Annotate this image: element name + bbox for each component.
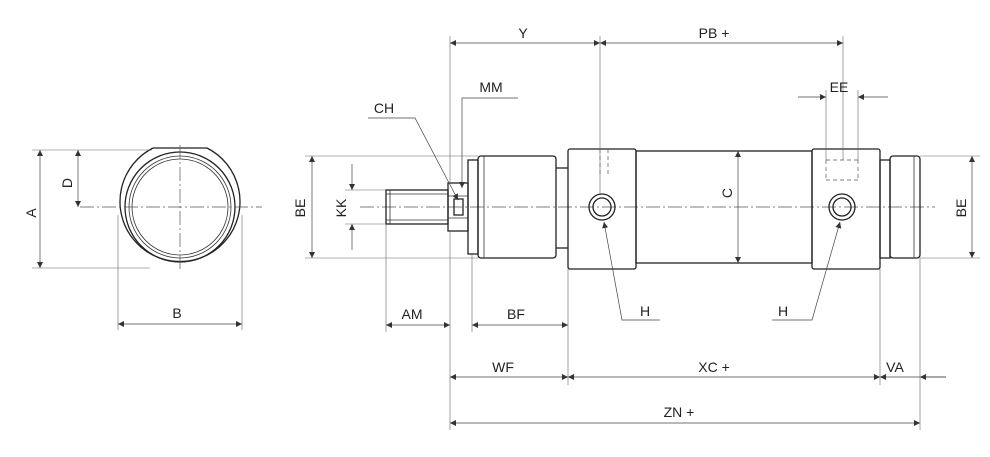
label-va: VA [886, 359, 904, 375]
label-ee: EE [830, 79, 849, 95]
rod-nut-slot [453, 198, 464, 216]
h-right-leader [772, 221, 842, 321]
front-port-outer [588, 193, 616, 221]
h-left-leader [602, 221, 660, 321]
label-xc: XC + [698, 359, 730, 375]
front-mounting-ring [567, 148, 637, 270]
front-port-inner [592, 197, 612, 217]
front-end-cap [477, 155, 557, 259]
ch-leader [368, 117, 459, 201]
label-b: B [172, 305, 181, 321]
label-wf: WF [492, 359, 514, 375]
label-c: C [719, 188, 735, 198]
label-am: AM [402, 306, 423, 322]
label-d: D [59, 178, 75, 188]
label-h-right: H [778, 303, 788, 319]
label-be-left: BE [292, 199, 308, 218]
rear-mounting-ring [811, 148, 881, 270]
label-mm: MM [479, 79, 502, 95]
label-y: Y [518, 25, 528, 41]
rear-end-cap [889, 155, 921, 259]
label-bf: BF [507, 306, 525, 322]
end-view: A D B [23, 145, 262, 330]
label-pb: PB + [699, 25, 730, 41]
label-kk: KK [333, 198, 349, 217]
label-a: A [23, 208, 39, 218]
label-ch: CH [374, 100, 394, 116]
mm-leader [459, 97, 518, 188]
label-h-left: H [640, 303, 650, 319]
side-view: BE KK CH MM Y PB + EE C BE [292, 25, 980, 430]
label-be-right: BE [953, 199, 969, 218]
rear-end-cap-step [879, 159, 891, 259]
label-zn: ZN + [664, 404, 695, 420]
rear-port-inner [832, 197, 852, 217]
rear-port-outer [828, 193, 856, 221]
